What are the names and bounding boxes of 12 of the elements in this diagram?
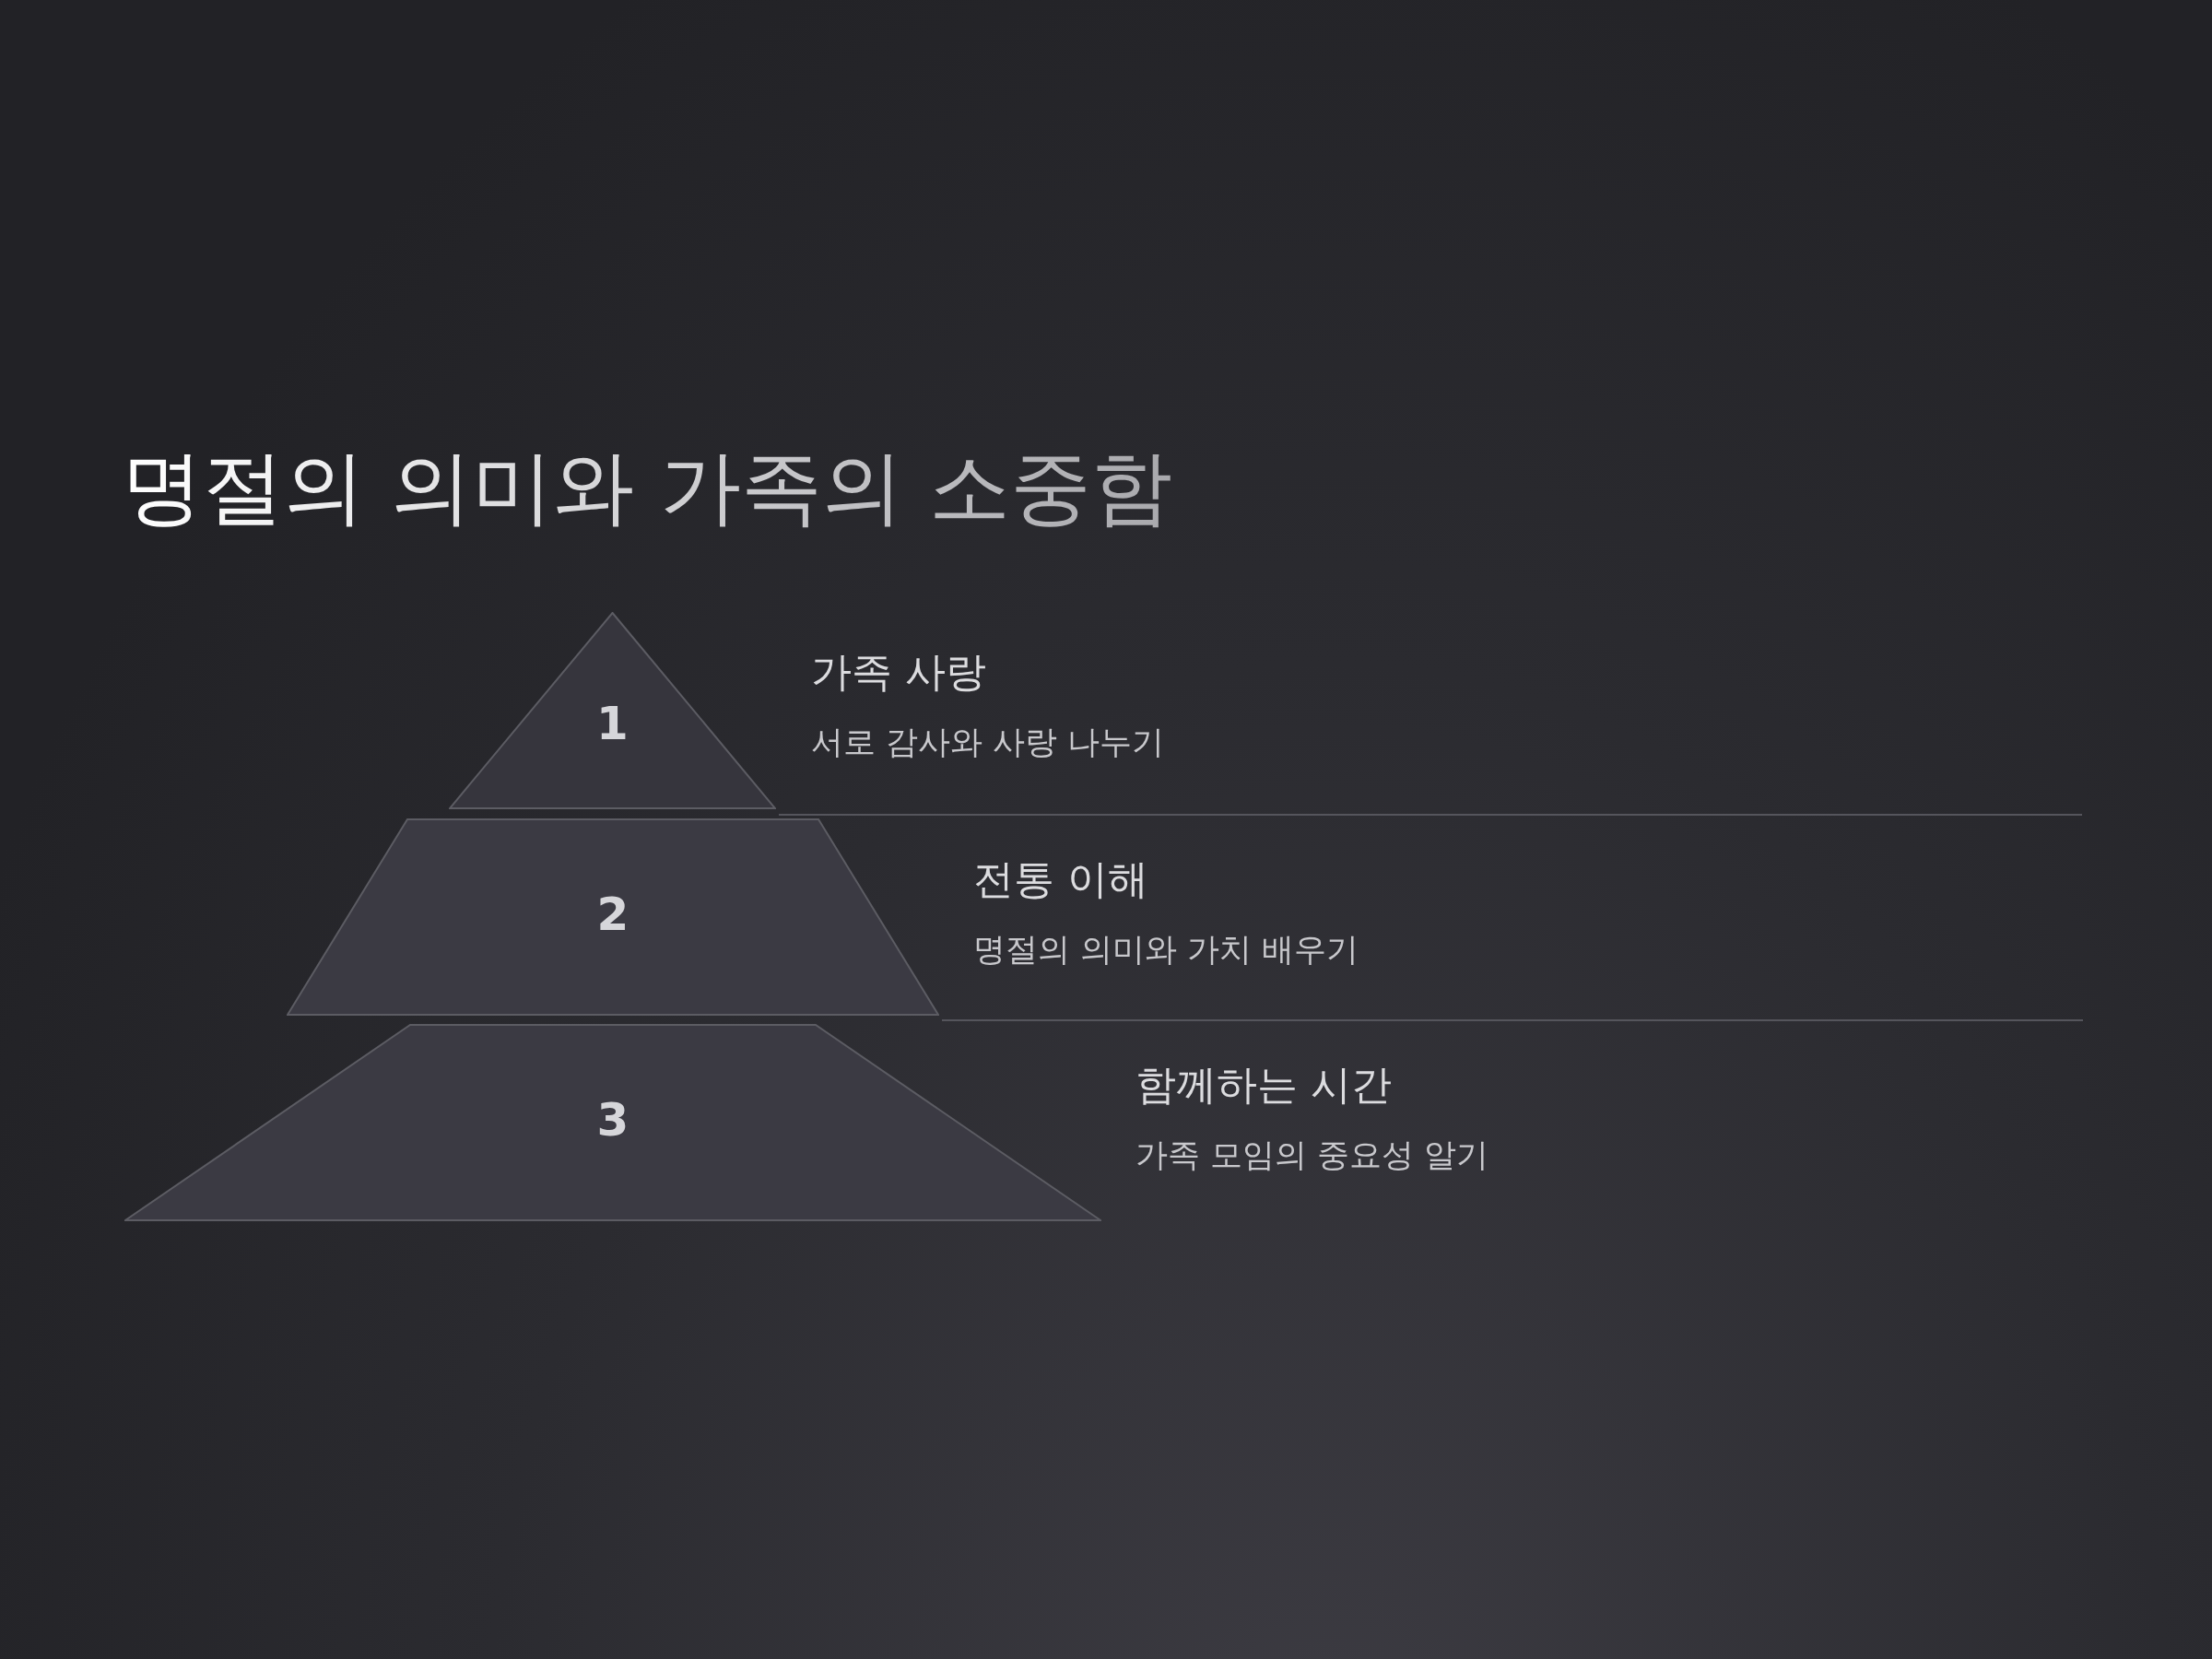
pyramid-tier [449,612,776,809]
pyramid-tier [287,818,939,1016]
tier-heading: 전통 이해 [973,854,1148,904]
pyramid-tier [124,1024,1101,1221]
tier-description: 가족 모임의 중요성 알기 [1135,1135,1489,1175]
tier-number: 1 [595,697,629,751]
tier-description: 서로 감사와 사랑 나누기 [811,723,1165,762]
tier-number: 3 [595,1093,630,1147]
tier-heading: 함께하는 시간 [1135,1060,1392,1110]
tier-description: 명절의 의미와 가치 배우기 [973,930,1359,970]
tier-number: 2 [595,888,630,941]
tier-heading: 가족 사랑 [811,647,986,697]
